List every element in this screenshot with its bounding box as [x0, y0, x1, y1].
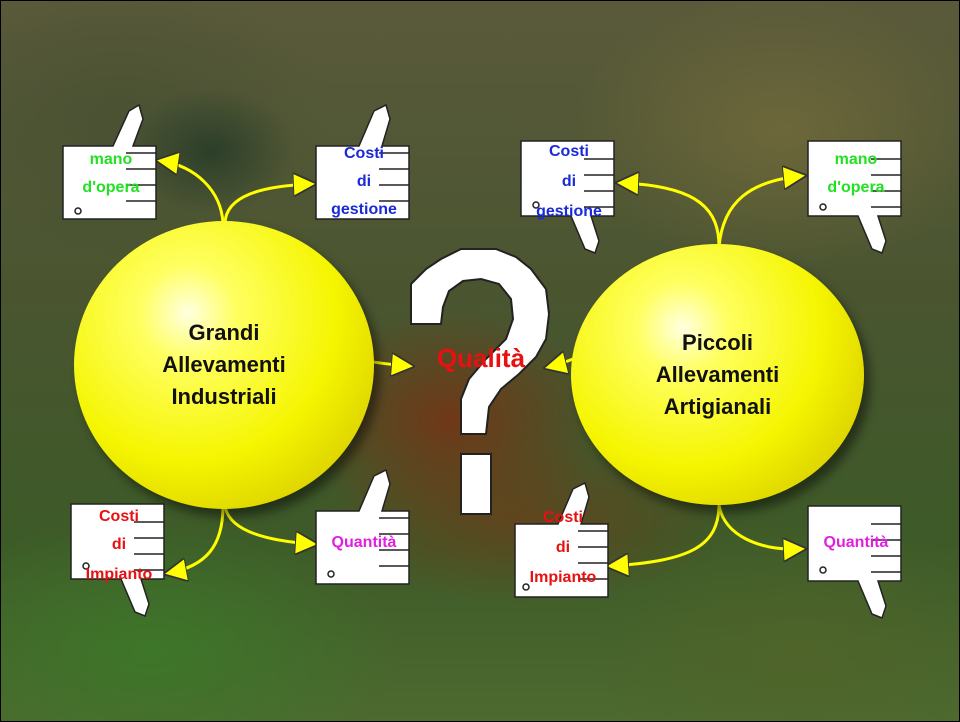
card-costi-gestione-right: Costi di gestione [519, 140, 619, 261]
thumbs-down-icon [807, 140, 902, 254]
card-label: Costi [543, 509, 583, 526]
card-quantita-right: Quantità [806, 505, 906, 626]
card-label: Impianto [85, 566, 153, 583]
card-label: gestione [536, 203, 602, 220]
card-label: Quantità [331, 534, 397, 551]
circle-line: Piccoli [682, 329, 753, 355]
circle-line: Grandi [188, 320, 260, 345]
thumbs-up-icon [315, 103, 410, 220]
card-label: mano [89, 151, 133, 168]
card-mano-opera-right: mano d'opera [806, 140, 906, 261]
circle-line: Allevamenti [655, 361, 780, 387]
piccoli-allevamenti-circle: Piccoli Allevamenti Artigianali [571, 244, 864, 505]
card-label: di [561, 173, 577, 190]
card-label: d'opera [82, 179, 140, 196]
question-mark-icon [410, 248, 551, 515]
card-label: Costi [549, 143, 589, 160]
card-costi-impianto-right: Costi di Impianto [513, 479, 613, 599]
card-costi-impianto-left: Costi di Impianto [69, 503, 169, 624]
card-label: Impianto [529, 569, 597, 586]
card-label: Costi [99, 508, 139, 525]
thumbs-down-icon [70, 503, 165, 617]
card-label: di [356, 173, 372, 190]
thumbs-down-icon [807, 505, 902, 619]
card-costi-gestione-left: Costi di gestione [314, 101, 414, 221]
thumbs-up-icon [514, 481, 609, 598]
card-label: di [555, 539, 571, 556]
card-label: mano [834, 151, 878, 168]
thumbs-down-icon [520, 140, 615, 254]
circle-line: Industriali [171, 384, 277, 409]
card-label: di [111, 536, 127, 553]
card-label: Costi [344, 145, 384, 162]
card-label: d'opera [827, 179, 885, 196]
card-label: gestione [331, 201, 397, 218]
card-mano-opera-left: mano d'opera [61, 101, 161, 221]
center-label: Qualità [436, 343, 526, 373]
grandi-allevamenti-circle: Grandi Allevamenti Industriali [74, 221, 374, 509]
circle-line: Artigianali [663, 393, 772, 419]
thumbs-up-icon [315, 468, 410, 585]
circle-line: Allevamenti [162, 352, 286, 377]
thumbs-up-icon [62, 103, 157, 220]
card-label: Quantità [823, 534, 889, 551]
card-quantita-left: Quantità [314, 466, 414, 586]
